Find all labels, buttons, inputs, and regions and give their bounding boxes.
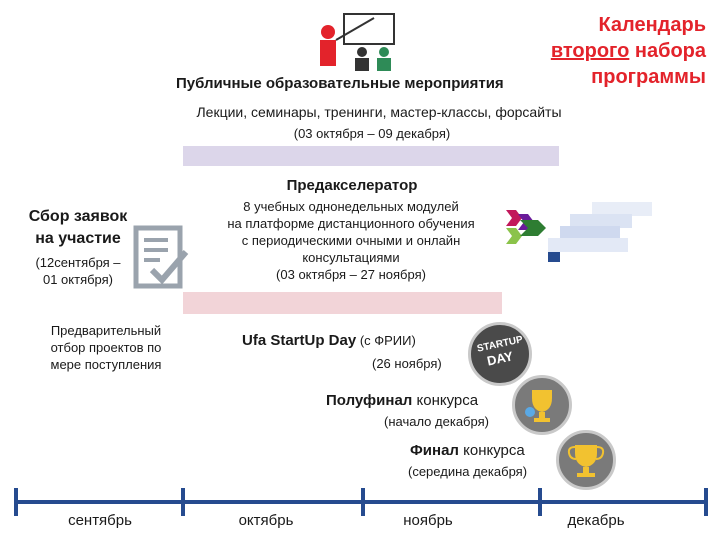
calendar-title: Календарь второго набора программы xyxy=(551,12,706,90)
presentation-icon xyxy=(318,10,398,72)
title-line-2-rest: набора xyxy=(629,40,706,62)
final-dates: (середина декабря) xyxy=(408,464,528,479)
startup-day-name: Ufa StartUp Day xyxy=(242,332,357,349)
semifinal-dates: (начало декабря) xyxy=(384,414,489,429)
trophy-medal-icon xyxy=(512,375,572,435)
preselection-text: Предварительный отбор проектов по мере п… xyxy=(26,322,186,373)
public-events-dates: (03 октября – 09 декабря) xyxy=(293,126,451,141)
startup-day-suffix: (с ФРИИ) xyxy=(356,333,416,348)
timeline-tick xyxy=(361,488,365,516)
title-line-2: второго набора xyxy=(551,38,706,64)
applications-title-line-2: на участие xyxy=(35,230,121,247)
cup-medal-icon xyxy=(556,430,616,490)
preselection-line-2: отбор проектов по xyxy=(50,340,162,355)
preaccelerator-dates: (03 октября – 27 ноября) xyxy=(276,267,426,282)
final-title: Финал конкурса xyxy=(410,442,525,459)
public-events-duration-bar xyxy=(183,146,559,166)
preaccelerator-line-2: на платформе дистанционного обучения xyxy=(227,216,475,231)
preselection-line-1: Предварительный xyxy=(50,323,162,338)
applications-dates-line-1: (12сентября – xyxy=(35,255,121,270)
preaccelerator-line-4: консультациями xyxy=(302,250,400,265)
semifinal-name: Полуфинал xyxy=(326,392,413,409)
startup-day-badge-icon: STARTUP DAY xyxy=(468,322,532,386)
public-events-title: Публичные образовательные мероприятия xyxy=(176,75,504,92)
semifinal-suffix: конкурса xyxy=(412,392,479,409)
startup-day-dates: (26 ноября) xyxy=(372,356,442,371)
timeline-tick xyxy=(538,488,542,516)
title-line-1: Календарь xyxy=(598,14,706,36)
final-suffix: конкурса xyxy=(458,442,525,459)
preselection-line-3: мере поступления xyxy=(50,357,162,372)
final-name: Финал xyxy=(410,442,459,459)
applications-dates-line-2: 01 октября) xyxy=(42,272,114,287)
preaccelerator-line-3: с периодическими очными и онлайн xyxy=(241,233,461,248)
preaccelerator-duration-bar xyxy=(183,292,502,314)
applications-title: Сбор заявок на участие xyxy=(18,206,138,250)
month-label-october: октябрь xyxy=(238,512,294,529)
month-label-november: ноябрь xyxy=(403,512,453,529)
title-underlined-word: второго xyxy=(550,40,630,62)
title-line-3: программы xyxy=(591,66,706,88)
applications-dates: (12сентября – 01 октября) xyxy=(14,254,142,288)
month-label-december: декабрь xyxy=(567,512,625,529)
startup-day-title: Ufa StartUp Day (с ФРИИ) xyxy=(242,332,416,349)
preaccelerator-description: 8 учебных однонедельных модулей на платф… xyxy=(196,198,506,283)
preaccelerator-title: Предакселератор xyxy=(286,177,418,194)
applications-title-line-1: Сбор заявок xyxy=(28,208,128,225)
timeline-tick xyxy=(14,488,18,516)
public-events-subtitle: Лекции, семинары, тренинги, мастер-класс… xyxy=(196,104,562,120)
timeline-tick xyxy=(704,488,708,516)
timeline-tick xyxy=(181,488,185,516)
checklist-icon xyxy=(130,222,192,292)
modules-arrows-icon xyxy=(500,200,660,266)
semifinal-title: Полуфинал конкурса xyxy=(326,392,478,409)
month-label-september: сентябрь xyxy=(68,512,132,529)
preaccelerator-line-1: 8 учебных однонедельных модулей xyxy=(243,199,459,214)
